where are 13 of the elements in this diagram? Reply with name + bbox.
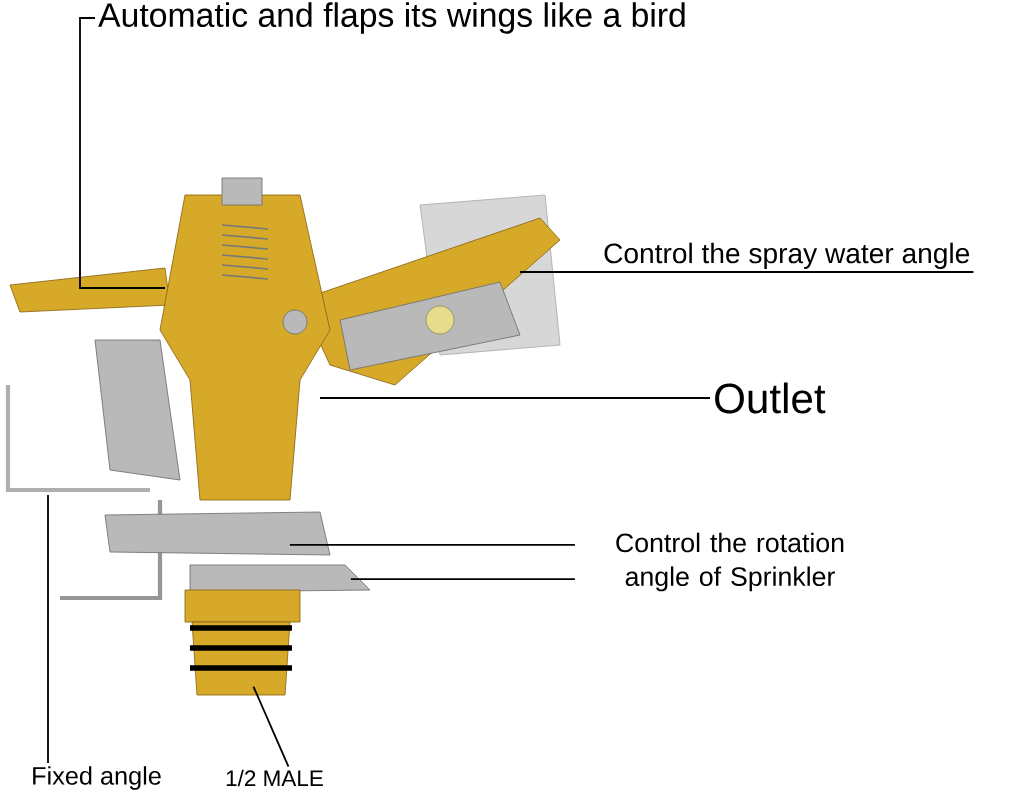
callout-text: Control the rotation angle of Sprinkler <box>616 532 844 592</box>
leader-line <box>289 543 576 546</box>
leader-line <box>319 397 711 399</box>
callout-text: 1/2 MALE <box>226 769 323 787</box>
callout-text: Control the spray water angle <box>604 242 970 269</box>
leader-line <box>519 271 975 273</box>
callout-text: Automatic and flaps its wings like a bird <box>98 2 685 34</box>
callout-text: Fixed angle <box>33 766 161 790</box>
callout-text: Outlet <box>715 382 826 414</box>
leader-line <box>47 494 49 765</box>
leader-line <box>79 17 166 289</box>
leader-line <box>252 685 290 768</box>
leader-line <box>350 578 576 581</box>
